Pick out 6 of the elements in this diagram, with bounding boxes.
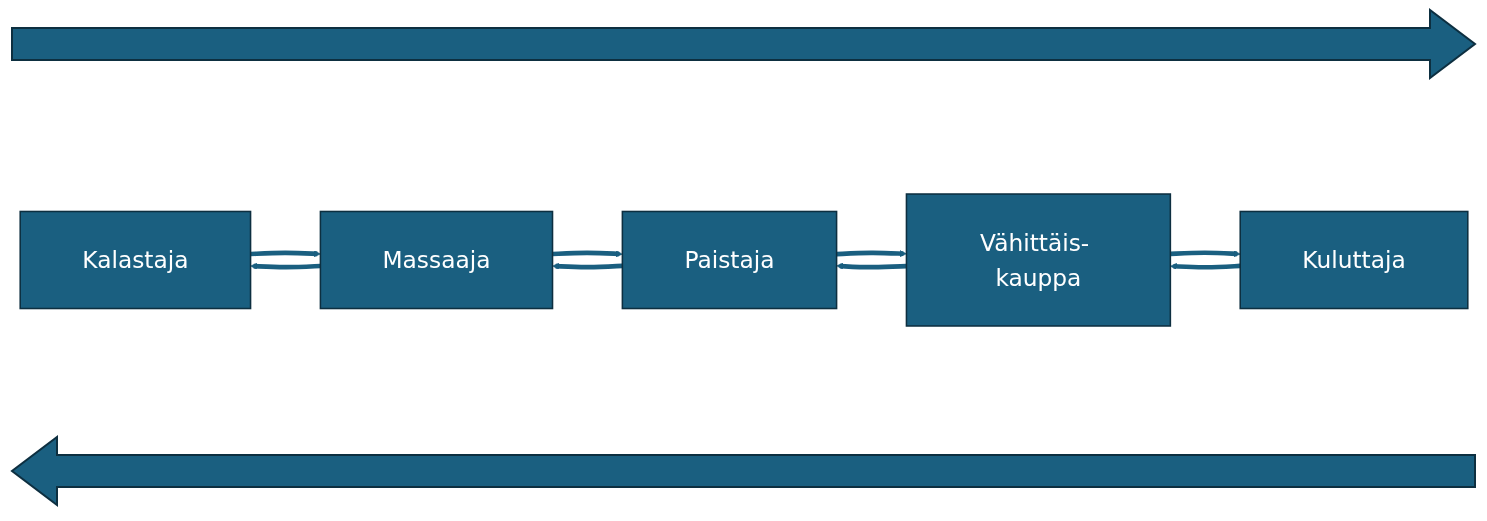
node-box: Kalastaja <box>18 210 251 309</box>
node-box: Paistaja <box>621 210 837 309</box>
arrow <box>1169 262 1240 270</box>
node-box: Kuluttaja <box>1238 210 1469 309</box>
node-box: Massaaja <box>319 210 553 309</box>
node-box: Vähittäis- kauppa <box>905 192 1171 327</box>
